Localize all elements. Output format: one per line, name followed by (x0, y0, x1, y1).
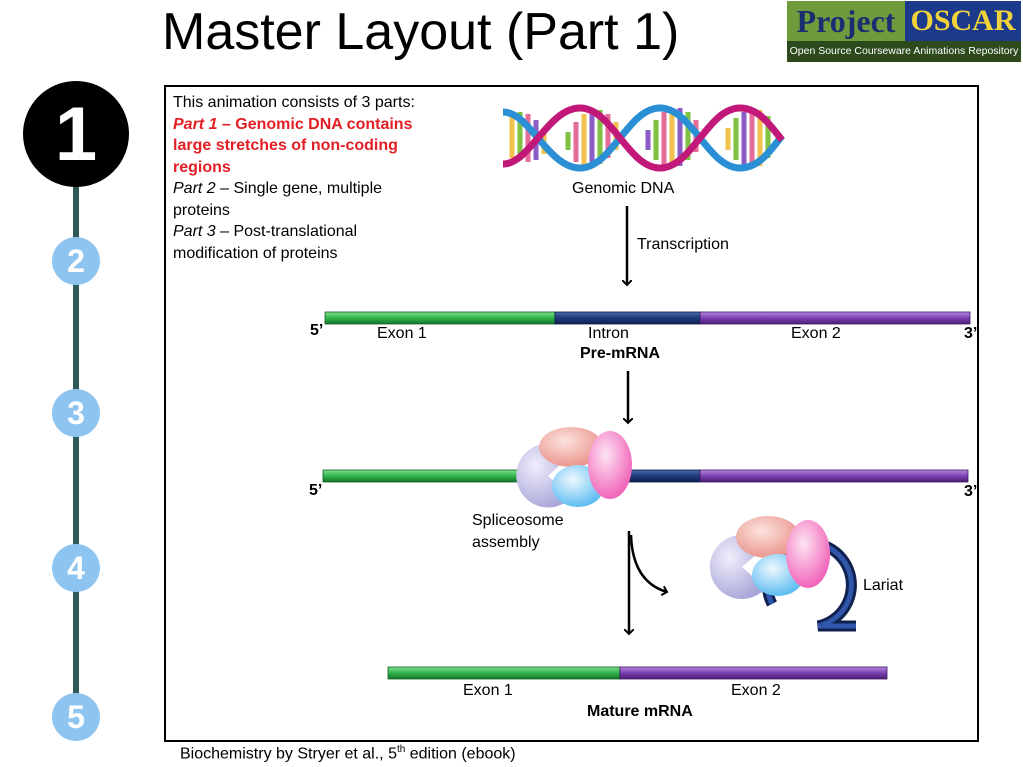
content-panel (164, 85, 979, 742)
spliceosome-strand (322, 469, 969, 483)
page-title: Master Layout (Part 1) (162, 3, 680, 61)
step-track (73, 180, 79, 720)
project-oscar-logo: Project OSCAR Open Source Courseware Ani… (787, 1, 1021, 62)
step-4-button[interactable]: 4 (52, 544, 100, 592)
three-prime-label: 3’ (964, 483, 978, 500)
five-prime-label: 5’ (310, 322, 324, 339)
genomic-dna-label: Genomic DNA (572, 180, 675, 197)
assembly-label: assembly (472, 534, 540, 551)
transcription-label: Transcription (637, 236, 729, 253)
mature-mrna-label: Mature mRNA (587, 703, 693, 720)
intro-line: This animation consists of 3 parts: (173, 94, 415, 111)
part1-text: – Genomic DNA contains large stretches o… (173, 115, 413, 176)
dna-helix-icon (502, 104, 785, 172)
step-5-button[interactable]: 5 (52, 693, 100, 741)
part3-label: Part 3 (173, 223, 216, 240)
exon1-segment (387, 666, 621, 680)
citation-prefix: Biochemistry by Stryer et al., 5 (180, 745, 397, 763)
five-prime-label: 5’ (309, 482, 323, 499)
lariat-release-arrow (629, 534, 667, 592)
exon1-segment (324, 311, 556, 325)
part2-text: – Single gene, multiple proteins (173, 180, 383, 219)
step-3-button[interactable]: 3 (52, 389, 100, 437)
intron-label: Intron (588, 325, 629, 342)
lariat-label: Lariat (863, 577, 904, 594)
part3-text: – Post-translational modification of pro… (173, 223, 358, 262)
exon2-label: Exon 2 (791, 325, 841, 342)
exon2-segment (619, 666, 888, 680)
exon1-segment (322, 469, 534, 483)
citation-sup: th (396, 744, 406, 755)
pre-mrna-label: Pre-mRNA (580, 345, 661, 362)
part1-label: Part 1 (173, 115, 218, 133)
exon2-label: Exon 2 (731, 682, 781, 699)
intro-text: This animation consists of 3 parts: Part… (173, 92, 435, 264)
step-1-button[interactable]: 1 (23, 81, 129, 187)
part2-label: Part 2 (173, 180, 216, 197)
logo-tagline: Open Source Courseware Animations Reposi… (787, 41, 1021, 62)
exon2-segment (699, 469, 969, 483)
logo-word-oscar: OSCAR (905, 1, 1021, 41)
exon1-label: Exon 1 (377, 325, 427, 342)
part1-description: Part 1 – Genomic DNA contains large stre… (173, 116, 412, 176)
lariat-icon (709, 516, 857, 632)
pre-mrna-strand (324, 311, 971, 325)
intron-segment (554, 311, 701, 325)
citation-suffix: edition (ebook) (405, 745, 516, 763)
logo-word-project: Project (787, 1, 905, 41)
exon1-label: Exon 1 (463, 682, 513, 699)
three-prime-label: 3’ (964, 325, 978, 342)
spliceosome-icon (516, 427, 632, 508)
mature-mrna-strand (387, 666, 888, 680)
citation-footer: Biochemistry by Stryer et al., 5th editi… (180, 744, 516, 763)
exon2-segment (699, 311, 971, 325)
spliceosome-label: Spliceosome (472, 512, 564, 529)
step-2-button[interactable]: 2 (52, 237, 100, 285)
